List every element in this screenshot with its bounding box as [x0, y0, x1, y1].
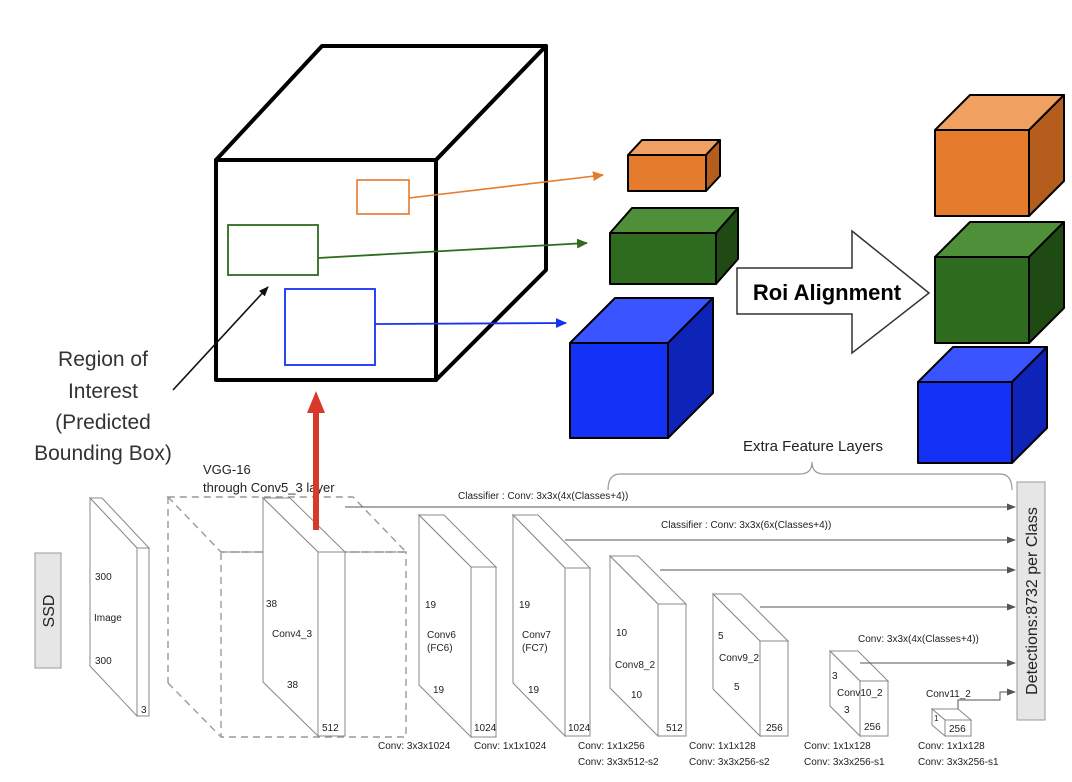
- conv11-2-name: Conv11_2: [926, 689, 971, 700]
- cropped-blue-box: [569, 297, 714, 439]
- roi-label-line-2: Interest: [68, 380, 138, 403]
- image-top-dim: 300: [95, 572, 112, 583]
- conv6-block: [417, 513, 498, 739]
- bottom-label-2: Conv: 1x1x1024: [474, 741, 547, 752]
- conv10-2-top-dim: 3: [832, 671, 838, 682]
- conv9-2-block: [711, 592, 790, 738]
- conv8-2-name: Conv8_2: [615, 660, 655, 671]
- vgg-label-line-2: through Conv5_3 layer: [203, 480, 335, 495]
- conv6-depth: 1024: [474, 723, 497, 734]
- classifier-label-3: Conv: 3x3x(4x(Classes+4)): [858, 634, 979, 645]
- conv4-3-block: [261, 496, 347, 738]
- roi-pointer-arrow: [172, 286, 269, 391]
- conv10-2-block: [828, 649, 890, 738]
- arrow-blue: [374, 318, 567, 329]
- extra-feature-layers-label: Extra Feature Layers: [743, 438, 883, 455]
- conv6-subname: (FC6): [427, 643, 453, 654]
- arrow-green: [317, 238, 588, 259]
- input-image-block: [88, 496, 151, 718]
- conv8-2-depth: 512: [666, 723, 683, 734]
- classifier-lines: [345, 503, 1016, 709]
- cube-front-face: [214, 158, 438, 382]
- conv7-top-dim: 19: [519, 600, 531, 611]
- classifier-label-2: Classifier : Conv: 3x3x(6x(Classes+4)): [661, 520, 831, 531]
- detections-label: Detections:8732 per Class: [1024, 507, 1041, 695]
- conv9-2-bottom-dim: 5: [734, 682, 740, 693]
- bottom-conv-labels: Conv: 3x3x1024 Conv: 1x1x1024 Conv: 1x1x…: [378, 741, 999, 768]
- roi-box-orange: [356, 179, 410, 215]
- arrow-orange: [408, 171, 604, 199]
- conv7-bottom-dim: 19: [528, 685, 540, 696]
- conv6-top-dim: 19: [425, 600, 437, 611]
- image-depth: 3: [141, 705, 147, 716]
- roi-label: Region of Interest (Predicted Bounding B…: [34, 348, 172, 465]
- conv11-2-block: [930, 707, 973, 738]
- conv10-2-name: Conv10_2: [837, 688, 883, 699]
- conv6-bottom-dim: 19: [433, 685, 445, 696]
- image-bottom-dim: 300: [95, 656, 112, 667]
- image-name: Image: [94, 613, 122, 624]
- conv7-depth: 1024: [568, 723, 591, 734]
- conv11-2-top-dim: 1: [934, 714, 939, 723]
- conv7-name: Conv7: [522, 630, 551, 641]
- bottom-label-4b: Conv: 3x3x256-s2: [689, 757, 770, 768]
- ssd-side-label: SSD: [34, 552, 62, 669]
- vgg-dashed-cube: [166, 496, 408, 738]
- vgg-label-line-1: VGG-16: [203, 462, 251, 477]
- conv4-3-depth: 512: [322, 723, 339, 734]
- bottom-label-6b: Conv: 3x3x256-s1: [918, 757, 999, 768]
- conv4-3-name: Conv4_3: [272, 629, 312, 640]
- bottom-label-3a: Conv: 1x1x256: [578, 741, 645, 752]
- bottom-label-1: Conv: 3x3x1024: [378, 741, 451, 752]
- cropped-orange-box: [627, 139, 721, 192]
- roi-label-line-1: Region of: [58, 348, 148, 371]
- cropped-green-box: [609, 207, 739, 285]
- conv7-subname: (FC7): [522, 643, 548, 654]
- roi-label-line-3: (Predicted: [55, 411, 151, 434]
- aligned-orange-box: [934, 94, 1065, 217]
- roi-box-blue: [284, 288, 376, 366]
- bottom-label-5a: Conv: 1x1x128: [804, 741, 871, 752]
- conv6-name: Conv6: [427, 630, 456, 641]
- bottom-label-3b: Conv: 3x3x512-s2: [578, 757, 659, 768]
- feature-map-cube: [214, 44, 548, 382]
- conv10-2-depth: 256: [864, 722, 881, 733]
- roi-label-line-4: Bounding Box): [34, 442, 172, 465]
- conv4-3-bottom-dim: 38: [287, 680, 299, 691]
- extra-layers-brace: [607, 461, 1013, 491]
- conv7-block: [511, 513, 592, 738]
- bottom-label-5b: Conv: 3x3x256-s1: [804, 757, 885, 768]
- aligned-blue-box: [917, 346, 1048, 464]
- conv8-2-block: [608, 554, 688, 738]
- aligned-green-box: [934, 221, 1065, 344]
- conv9-2-name: Conv9_2: [719, 653, 759, 664]
- conv8-2-top-dim: 10: [616, 628, 628, 639]
- roi-alignment-label: Roi Alignment: [753, 280, 902, 305]
- conv11-2-depth: 256: [949, 724, 966, 735]
- classifier-label-1: Classifier : Conv: 3x3x(4x(Classes+4)): [458, 491, 628, 502]
- conv4-3-top-dim: 38: [266, 599, 278, 610]
- conv9-2-top-dim: 5: [718, 631, 724, 642]
- roi-alignment-arrow: Roi Alignment: [736, 229, 931, 355]
- conv10-2-bottom-dim: 3: [844, 705, 850, 716]
- conv8-2-bottom-dim: 10: [631, 690, 643, 701]
- roi-box-green: [227, 224, 319, 276]
- detections-box: Detections:8732 per Class: [1016, 481, 1046, 721]
- bottom-label-4a: Conv: 1x1x128: [689, 741, 756, 752]
- bottom-label-6a: Conv: 1x1x128: [918, 741, 985, 752]
- conv9-2-depth: 256: [766, 723, 783, 734]
- ssd-label-text: SSD: [41, 595, 58, 628]
